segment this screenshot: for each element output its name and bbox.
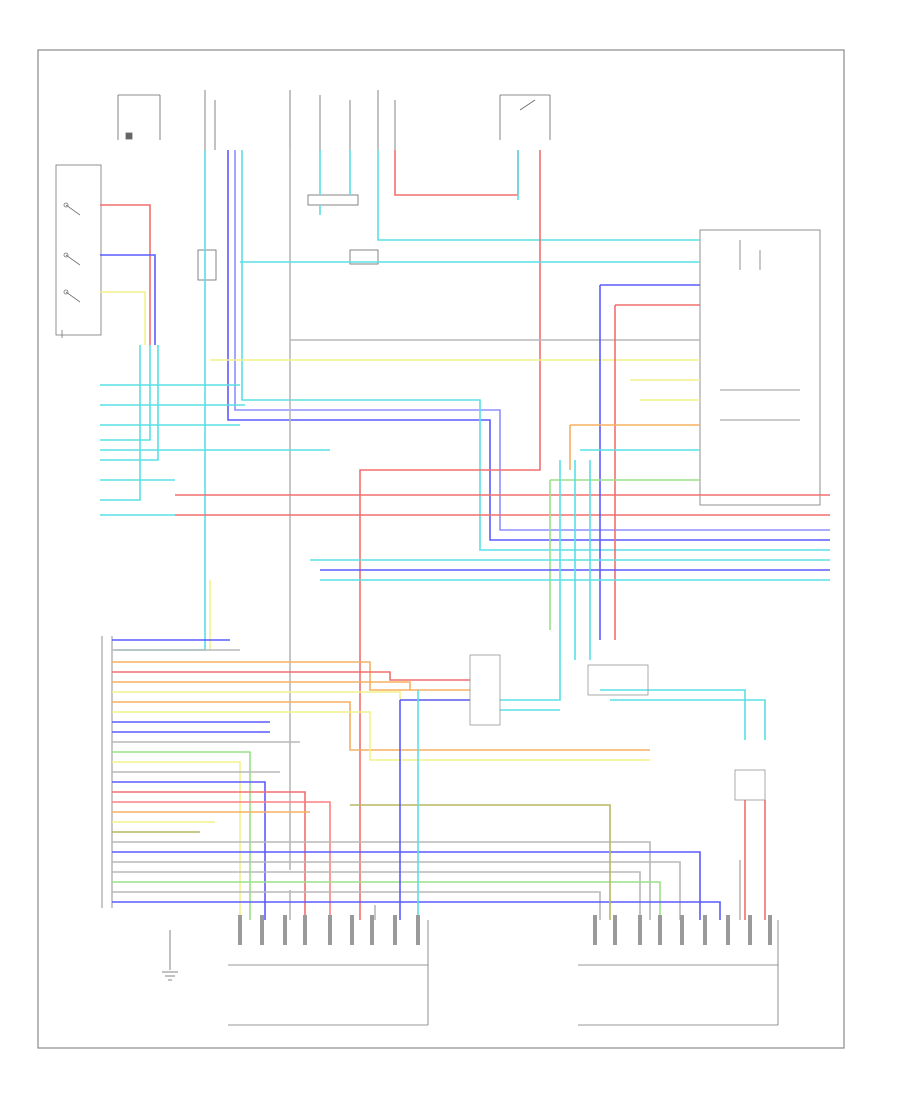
wire-gray-64 xyxy=(112,861,681,920)
wire-gray-65 xyxy=(112,871,641,920)
splice-blocks xyxy=(469,654,766,801)
wire-cyan-7 xyxy=(377,150,700,241)
wire-blue-1 xyxy=(227,150,830,541)
connector-pin xyxy=(748,915,752,945)
wire-cyan-15 xyxy=(100,345,151,441)
wire-olive-69 xyxy=(350,804,611,920)
wire-cyan-3 xyxy=(241,150,830,551)
wire-cyan-73 xyxy=(600,689,746,740)
diagram-border xyxy=(37,49,845,1049)
right-control-module xyxy=(699,229,821,506)
connector-pin xyxy=(613,915,617,945)
wire-yellow-54 xyxy=(112,761,241,920)
wire-green-66 xyxy=(112,881,661,920)
connector-pin xyxy=(768,915,772,945)
wire-lightRed-58 xyxy=(112,801,331,920)
connector-pin xyxy=(303,915,307,945)
wire-orange-32 xyxy=(569,424,700,470)
wire-red-11 xyxy=(100,204,151,345)
wire-blue-56 xyxy=(112,781,266,920)
wire-orange-44 xyxy=(112,661,470,691)
wire-cyan-74 xyxy=(610,699,766,740)
connector-pin xyxy=(593,915,597,945)
connector-pin xyxy=(680,915,684,945)
wire-red-10 xyxy=(359,150,541,920)
wire-green-53 xyxy=(112,751,251,920)
connector-pin xyxy=(638,915,642,945)
connector-pin xyxy=(393,915,397,945)
left-switch-assembly xyxy=(55,164,102,338)
wire-blue-68 xyxy=(112,901,721,920)
connector-pin xyxy=(328,915,332,945)
wire-cyan-16 xyxy=(100,345,159,461)
wire-orange-46 xyxy=(112,681,411,690)
connector-pin xyxy=(416,915,420,945)
connector-pin xyxy=(658,915,662,945)
wire-yellow-47 xyxy=(112,691,470,701)
connector-pin xyxy=(260,915,264,945)
wire-blue-63 xyxy=(112,851,701,920)
wire-gray-62 xyxy=(112,841,651,920)
wire-gray-67 xyxy=(112,891,601,920)
wire-orange-48 xyxy=(112,701,650,751)
left-terminal-strip xyxy=(101,636,113,908)
wire-yellow-49 xyxy=(112,711,650,761)
connector-pin xyxy=(370,915,374,945)
wire-blue-12 xyxy=(100,254,156,345)
connector-pin xyxy=(283,915,287,945)
connector-pin xyxy=(238,915,242,945)
wire-green-34 xyxy=(549,479,700,630)
wire-yellow-13 xyxy=(100,291,146,345)
connector-pin xyxy=(726,915,730,945)
wire-red-45 xyxy=(112,671,470,681)
ground-symbol xyxy=(162,930,178,981)
wire-blue-28 xyxy=(599,284,700,640)
connector-pin xyxy=(703,915,707,945)
wire-cyan-14 xyxy=(100,345,141,501)
wire-cyan-0 xyxy=(115,150,206,651)
wire-red-8 xyxy=(394,150,519,196)
wire-cyan-39 xyxy=(500,460,561,701)
wire-purple-2 xyxy=(234,150,830,531)
wire-blue-70 xyxy=(399,699,470,920)
wire-red-29 xyxy=(614,304,700,640)
wire-layer xyxy=(100,150,830,945)
top-components xyxy=(117,90,551,281)
connector-pin xyxy=(350,915,354,945)
bottom-connectors xyxy=(228,920,779,1026)
wire-red-57 xyxy=(112,791,306,920)
